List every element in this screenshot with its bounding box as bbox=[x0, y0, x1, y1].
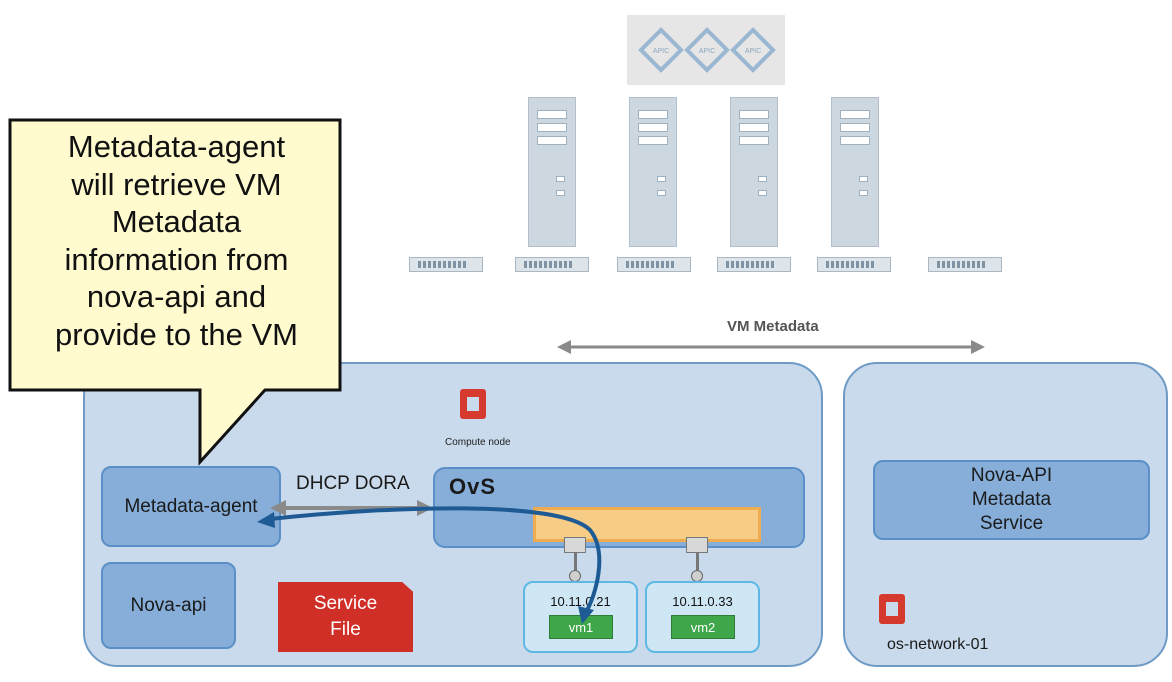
port-icon bbox=[686, 537, 708, 553]
callout-line: provide to the VM bbox=[55, 316, 298, 352]
switch-icon bbox=[817, 257, 891, 272]
nova-api-label: Nova-api bbox=[130, 594, 207, 616]
switch-icon bbox=[717, 257, 791, 272]
nova-api-metadata-line: Service bbox=[979, 513, 1044, 534]
switch-icon bbox=[617, 257, 691, 272]
compute-node-label: Compute node bbox=[445, 437, 511, 448]
vm-box[interactable]: 10.11.0.33 vm2 bbox=[645, 581, 760, 653]
apic-node-label: APIC bbox=[653, 48, 669, 55]
vm-ip: 10.11.0.33 bbox=[672, 594, 733, 609]
server-tower-icon bbox=[831, 97, 879, 247]
vm-metadata-arrow bbox=[557, 340, 985, 354]
port-link bbox=[696, 553, 699, 572]
apic-node-label: APIC bbox=[699, 48, 715, 55]
callout-text: Metadata-agent will retrieve VM Metadata… bbox=[14, 128, 339, 353]
server-tower-icon bbox=[528, 97, 576, 247]
nova-api-metadata-service-box[interactable]: Nova-API Metadata Service bbox=[873, 460, 1150, 540]
vm-metadata-label: VM Metadata bbox=[727, 318, 819, 335]
callout-line: nova-api and bbox=[86, 279, 267, 314]
dhcp-dora-label: DHCP DORA bbox=[296, 473, 410, 494]
ovs-label: OvS bbox=[449, 474, 497, 499]
ovs-bridge bbox=[533, 507, 761, 542]
server-tower-icon bbox=[629, 97, 677, 247]
nova-api-metadata-line: Nova-API bbox=[970, 465, 1053, 486]
vm-ip: 10.11.0.21 bbox=[550, 594, 611, 609]
port-icon bbox=[564, 537, 586, 553]
metadata-agent-label: Metadata-agent bbox=[124, 495, 258, 517]
apic-node-label: APIC bbox=[745, 48, 761, 55]
metadata-agent-box[interactable]: Metadata-agent bbox=[101, 466, 281, 547]
nova-api-box[interactable]: Nova-api bbox=[101, 562, 236, 649]
callout-line: Metadata-agent bbox=[67, 129, 286, 164]
os-network-label: os-network-01 bbox=[887, 636, 989, 653]
service-file-line: Service bbox=[313, 593, 378, 615]
port-link bbox=[574, 553, 577, 572]
service-file-line: File bbox=[330, 619, 361, 640]
service-file-badge: Service File bbox=[278, 582, 413, 652]
switch-icon bbox=[928, 257, 1002, 272]
nova-api-metadata-line: Metadata bbox=[971, 489, 1052, 510]
callout-line: Metadata bbox=[111, 204, 242, 239]
callout-line: will retrieve VM bbox=[71, 166, 282, 202]
vm-name: vm2 bbox=[671, 615, 735, 639]
openstack-icon bbox=[460, 389, 486, 419]
callout-line: information from bbox=[64, 241, 289, 277]
server-tower-icon bbox=[730, 97, 778, 247]
openstack-icon bbox=[879, 594, 905, 624]
switch-icon bbox=[409, 257, 483, 272]
apic-cluster-panel: APIC APIC APIC bbox=[627, 15, 785, 85]
apic-cluster-icon: APIC APIC APIC bbox=[638, 27, 776, 73]
switch-icon bbox=[515, 257, 589, 272]
